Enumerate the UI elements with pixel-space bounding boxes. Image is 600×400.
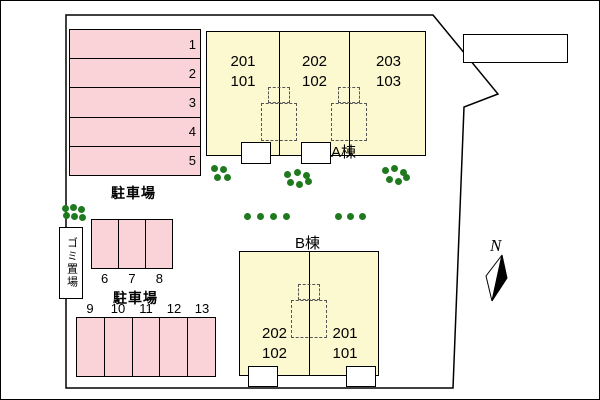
tree-icon [382, 167, 389, 174]
stall-number: 2 [188, 65, 196, 81]
unit-number: 202 102 [280, 52, 349, 91]
parking-lot-top: 1 2 3 4 5 [69, 29, 201, 176]
tree-icon [287, 179, 294, 186]
tree-icon [386, 176, 393, 183]
parking-stall [160, 318, 189, 376]
unit-lower: 103 [375, 72, 402, 90]
tree-icon [403, 174, 410, 181]
tree-icon [294, 169, 301, 176]
blank-label-box [463, 34, 568, 63]
tree-icon [78, 206, 85, 213]
stair-icon [291, 300, 327, 338]
unit-upper: 201 [230, 53, 256, 70]
parking-stall [146, 220, 172, 268]
parking-stall [105, 318, 133, 376]
parking-stall [188, 318, 215, 376]
stall-number: 7 [128, 271, 136, 286]
tree-icon [296, 181, 303, 188]
tree-icon [63, 212, 70, 219]
stall-number: 8 [155, 271, 163, 286]
unit-upper: 202 [301, 53, 328, 70]
compass-needle-white [485, 254, 503, 302]
tree-icon [305, 178, 312, 185]
garbage-label: ゴミ置場 [65, 237, 78, 289]
stall-number: 3 [188, 95, 196, 110]
entrance-porch [248, 366, 278, 387]
compass-north-label: N [490, 236, 502, 255]
stair-icon [338, 87, 360, 103]
tree-icon [214, 174, 221, 181]
tree-icon [211, 165, 218, 172]
entrance-porch [301, 142, 331, 164]
stair-icon [268, 87, 290, 103]
stall-number: 12 [166, 301, 182, 316]
stall-number: 9 [86, 301, 94, 316]
unit-upper: 203 [375, 53, 402, 70]
building-a-label: A棟 [331, 144, 357, 161]
unit-number: 201 101 [207, 52, 279, 91]
parking-lot-mid [91, 219, 173, 269]
tree-icon [283, 213, 290, 220]
stall-number: 4 [188, 124, 196, 140]
parking-stall [77, 318, 105, 376]
tree-icon [71, 213, 78, 220]
stall-number: 10 [110, 301, 126, 316]
unit-lower: 101 [332, 344, 358, 362]
stair-icon [331, 103, 367, 141]
compass-needle-black [491, 254, 508, 302]
building-a: 201 101 202 102 203 103 [206, 31, 426, 156]
stair-icon [261, 103, 297, 141]
tree-icon [257, 213, 264, 220]
tree-icon [270, 213, 277, 220]
tree-icon [395, 178, 402, 185]
parking-stall [92, 220, 119, 268]
tree-icon [244, 213, 251, 220]
stall-number: 13 [194, 301, 210, 316]
parking-stall [133, 318, 161, 376]
parking-stall: 3 [70, 88, 200, 118]
stall-number: 5 [188, 153, 196, 169]
parking-stall [119, 220, 146, 268]
entrance-porch [241, 142, 271, 164]
unit-number: 203 103 [350, 52, 427, 91]
building-b-label: B棟 [295, 235, 321, 252]
tree-icon [62, 205, 69, 212]
parking-stall: 4 [70, 118, 200, 147]
parking-bottom-numbers: 9 10 11 12 13 [76, 301, 216, 316]
entrance-porch [346, 366, 376, 387]
tree-icon [224, 174, 231, 181]
tree-icon [391, 165, 398, 172]
tree-icon [359, 213, 366, 220]
parking-lot-bottom [76, 317, 216, 377]
garbage-area: ゴミ置場 [59, 227, 83, 299]
tree-icon [347, 213, 354, 220]
parking-stall: 5 [70, 147, 200, 175]
tree-icon [220, 166, 227, 173]
parking-stall: 1 [70, 30, 200, 60]
stall-number: 1 [188, 36, 196, 52]
parking-label-top: 駐車場 [111, 185, 156, 201]
tree-icon [284, 171, 291, 178]
unit-lower: 102 [261, 344, 288, 362]
parking-stall: 2 [70, 59, 200, 89]
stall-number: 6 [101, 271, 109, 286]
stair-icon [298, 284, 320, 300]
parking-mid-numbers: 6 7 8 [91, 271, 173, 286]
stall-number: 11 [139, 301, 153, 316]
tree-icon [79, 214, 86, 221]
tree-icon [335, 213, 342, 220]
tree-icon [70, 204, 77, 211]
